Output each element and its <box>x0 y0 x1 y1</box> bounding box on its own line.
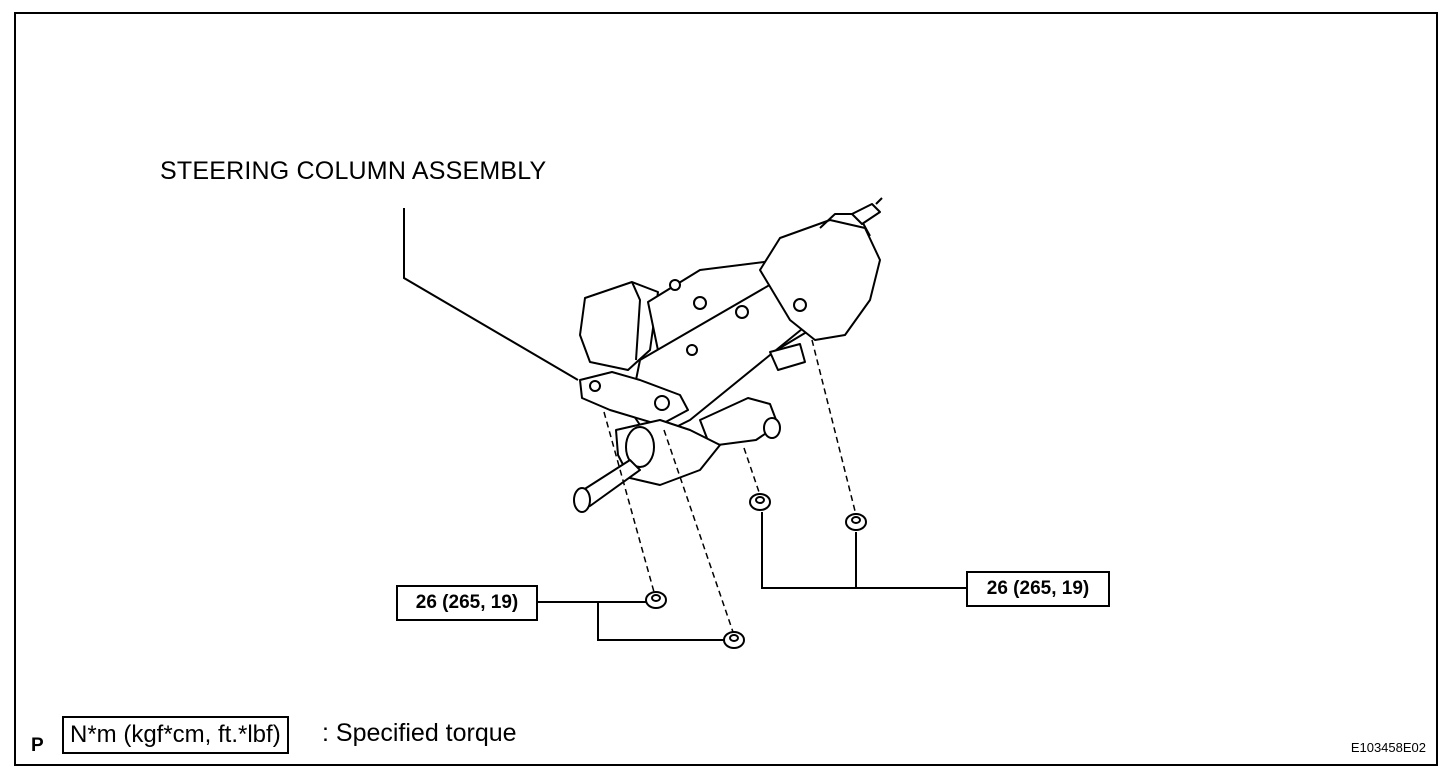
nut-icon <box>723 631 745 649</box>
torque-leader-left <box>538 601 724 641</box>
nut-icon <box>845 513 867 531</box>
torque-leader-right <box>761 512 966 589</box>
bolt-axis-lines <box>603 339 857 633</box>
figure-frame <box>14 12 1438 766</box>
figure-code: E103458E02 <box>1350 740 1426 755</box>
legend-description: : Specified torque <box>322 719 517 747</box>
nut-icon <box>749 493 771 511</box>
legend-unit-box: N*m (kgf*cm, ft.*lbf) <box>62 716 289 754</box>
torque-spec-right: 26 (265, 19) <box>966 571 1110 607</box>
part-leader-line <box>403 208 579 381</box>
nut-icon <box>645 591 667 609</box>
part-label: STEERING COLUMN ASSEMBLY <box>160 157 547 185</box>
steering-column-illustration-icon <box>573 197 883 513</box>
torque-spec-left: 26 (265, 19) <box>396 585 538 621</box>
legend-marker: P <box>31 735 44 756</box>
